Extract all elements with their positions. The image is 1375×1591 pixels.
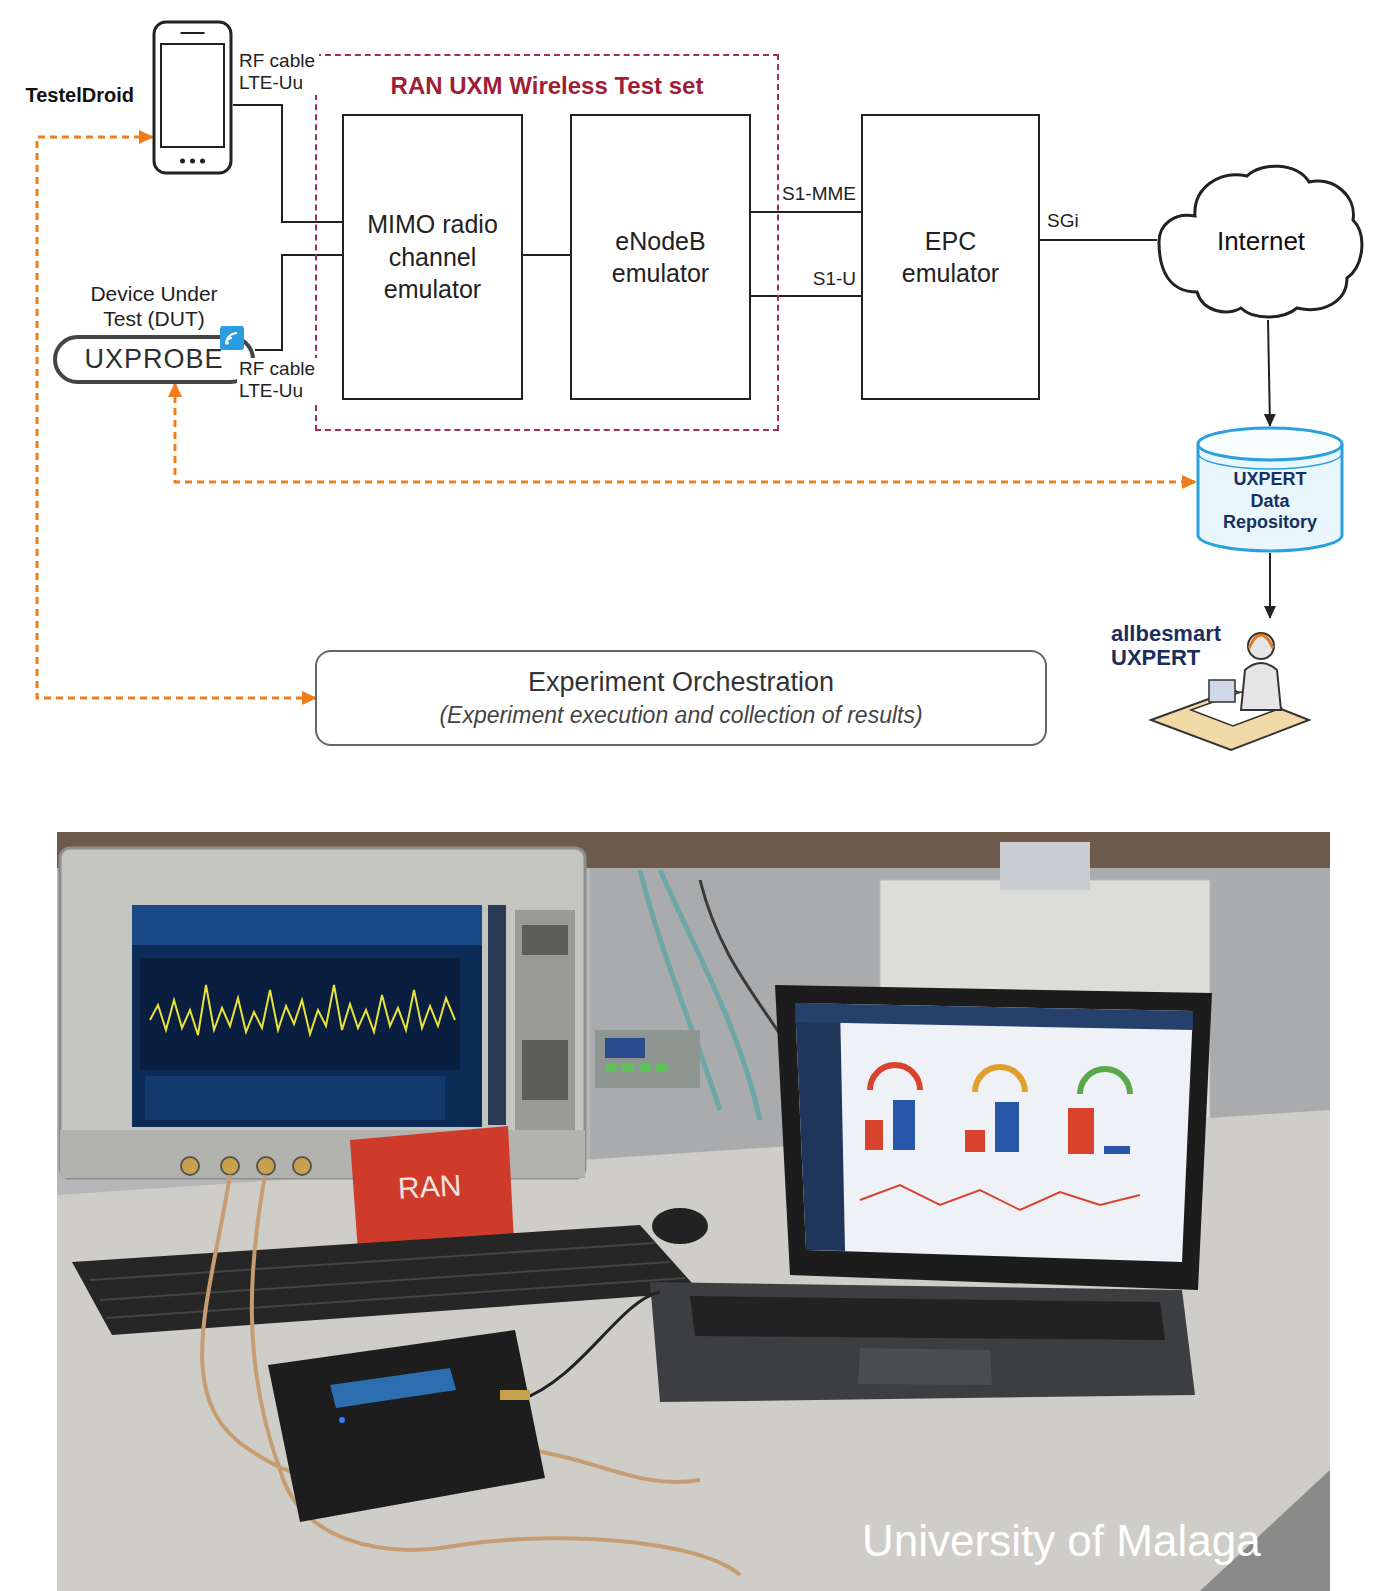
process-box: eNodeB emulator <box>570 114 751 400</box>
box-title: Experiment Orchestration <box>528 667 834 698</box>
device-name: UXPROBE <box>84 344 223 375</box>
database-cylinder: UXPERT Data Repository <box>1195 426 1345 553</box>
interface-label: S1-U <box>811 268 858 290</box>
interface-label: RF cable LTE-Uu <box>237 358 319 403</box>
box-label: MIMO radio channel emulator <box>358 208 508 306</box>
bench-instrument <box>595 1030 700 1088</box>
interface-line <box>233 105 342 222</box>
card-text: RAN <box>397 1168 462 1205</box>
box-label: eNodeB emulator <box>586 225 736 290</box>
database-label: UXPERT Data Repository <box>1215 469 1325 534</box>
photo-caption: University of Malaga <box>862 1516 1261 1566</box>
mouse <box>652 1208 708 1244</box>
interface-label: RF cable LTE-Uu <box>237 50 319 95</box>
process-box: Experiment Orchestration (Experiment exec… <box>315 650 1047 746</box>
interface-line <box>751 211 861 213</box>
test-set-group: RAN UXM Wireless Test setMIMO radio chan… <box>315 54 779 431</box>
interface-line <box>255 255 342 350</box>
laptop <box>650 985 1212 1402</box>
interface-line <box>1269 553 1271 618</box>
phone-outline <box>152 20 233 175</box>
process-box: MIMO radio channel emulator <box>342 114 523 400</box>
ran-card <box>350 1126 514 1252</box>
cloud-label: Internet <box>1217 226 1305 257</box>
device-label: TestelDroid <box>25 84 134 107</box>
control-link <box>37 137 315 698</box>
cloud-shape: Internet <box>1157 162 1365 320</box>
device-pill: Device Under Test (DUT)UXPROBE <box>53 335 255 384</box>
interface-label: S1-MME <box>780 183 858 205</box>
cyl-outline <box>1195 426 1345 553</box>
keyboard <box>72 1225 700 1335</box>
uxprobe-device <box>268 1330 545 1522</box>
phone-icon: TestelDroid <box>152 20 233 175</box>
group-title: RAN UXM Wireless Test set <box>317 72 777 100</box>
interface-line <box>751 295 861 297</box>
box-label: EPC emulator <box>886 225 1016 290</box>
user-icon: allbesmart UXPERT <box>1111 618 1311 753</box>
interface-label: SGi <box>1045 210 1081 232</box>
device-heading: Device Under Test (DUT) <box>69 281 239 331</box>
interface-line <box>523 254 570 256</box>
user-label: allbesmart UXPERT <box>1111 622 1236 670</box>
box-subtitle: (Experiment execution and collection of … <box>439 702 922 729</box>
process-box: EPC emulator <box>861 114 1040 400</box>
interface-line <box>1268 320 1270 426</box>
interface-line <box>1040 239 1157 241</box>
